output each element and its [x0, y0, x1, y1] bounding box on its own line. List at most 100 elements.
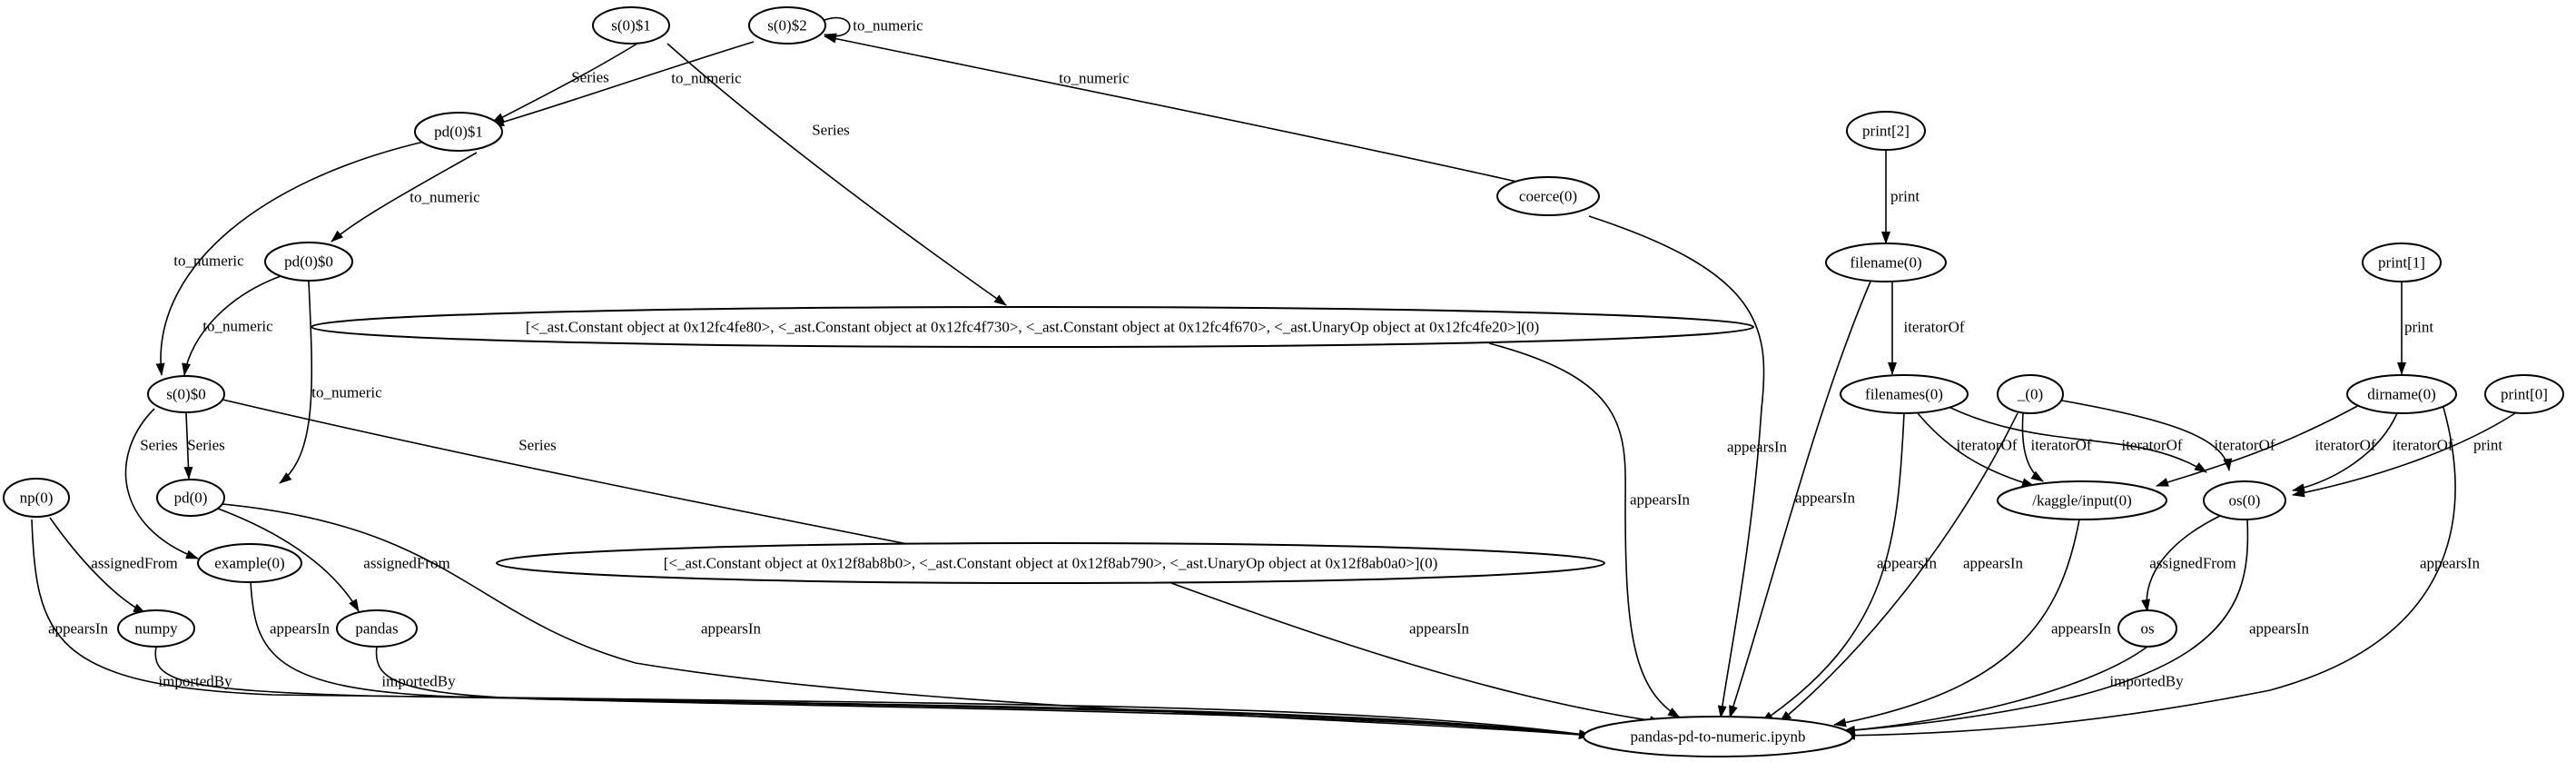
edge-print1-dirname: print [2397, 282, 2433, 375]
node-print1[interactable]: print[1] [2362, 242, 2442, 282]
edge-label-appears-in: appearsIn [1409, 620, 1470, 638]
svg-text:os: os [2140, 620, 2154, 638]
svg-text:/kaggle/input(0): /kaggle/input(0) [2032, 492, 2132, 510]
svg-text:_(0): _(0) [2017, 386, 2043, 403]
edge-label-appears-in: appearsIn [1877, 555, 1938, 572]
node-astlist2[interactable]: [<_ast.Constant object at 0x12f8ab8b0>, … [496, 542, 1605, 584]
node-pandas[interactable]: pandas [336, 609, 418, 648]
node-coerce0[interactable]: coerce(0) [1496, 176, 1600, 216]
node-filenames0[interactable]: filenames(0) [1840, 374, 1969, 414]
edge-filenames-notebook: appearsIn [1761, 412, 1938, 723]
edge-label-print: print [2473, 437, 2502, 454]
svg-text:print[0]: print[0] [2501, 386, 2548, 403]
svg-text:print[1]: print[1] [2378, 254, 2425, 272]
svg-text:filenames(0): filenames(0) [1865, 386, 1943, 403]
node-pd0-0[interactable]: pd(0)$0 [264, 242, 353, 282]
svg-text:[<_ast.Constant object at 0x12: [<_ast.Constant object at 0x12fc4fe80>, … [526, 319, 1539, 336]
edge-os0-notebook: appearsIn [1842, 519, 2310, 735]
edge-filenames-os0: iteratorOf [1942, 403, 2207, 473]
edge-s01-pd01: Series [491, 41, 641, 124]
edge-label-to-numeric: to_numeric [311, 384, 382, 401]
svg-text:pd(0)$1: pd(0)$1 [434, 124, 483, 141]
edge-np0-numpy: assignedFrom [49, 517, 178, 614]
edge-label-appears-in: appearsIn [701, 620, 762, 638]
edge-label-appears-in: appearsIn [48, 620, 109, 638]
node-numpy[interactable]: numpy [117, 609, 195, 648]
edge-label-print: print [2404, 319, 2433, 336]
svg-text:filename(0): filename(0) [1850, 254, 1921, 272]
node-s0-1[interactable]: s(0)$1 [592, 6, 670, 45]
edges: Series to_numeric to_numeric to_numeric … [31, 17, 2516, 740]
svg-text:numpy: numpy [134, 620, 178, 638]
edge-pd00-s00: to_numeric [182, 274, 284, 376]
svg-text:pd(0): pd(0) [174, 490, 208, 507]
node-os[interactable]: os [2117, 609, 2177, 648]
edge-coerce-notebook: appearsIn [1588, 215, 1788, 718]
svg-text:pandas: pandas [355, 620, 398, 638]
edge-label-appears-in: appearsIn [1630, 491, 1691, 509]
edge-label-series: Series [571, 69, 609, 86]
edge-s00-pd0: Series [183, 412, 225, 480]
svg-text:print[2]: print[2] [1862, 123, 1910, 140]
svg-text:os(0): os(0) [2229, 492, 2261, 510]
node-filename0[interactable]: filename(0) [1825, 242, 1947, 282]
edge-label-assigned-from: assignedFrom [363, 555, 449, 572]
edge-s02-self: to_numeric [824, 17, 923, 43]
edge-label-assigned-from: assignedFrom [91, 555, 177, 572]
node-dirname0[interactable]: dirname(0) [2346, 374, 2457, 414]
node-kaggle[interactable]: /kaggle/input(0) [1997, 480, 2167, 520]
edge-pd00-pd0: to_numeric [279, 281, 382, 484]
edge-label-appears-in: appearsIn [2420, 555, 2481, 572]
svg-text:coerce(0): coerce(0) [1519, 188, 1577, 205]
edge-underscore-os0: iteratorOf [2056, 399, 2275, 471]
node-os0[interactable]: os(0) [2203, 480, 2286, 520]
node-pd0-1[interactable]: pd(0)$1 [414, 112, 503, 152]
edge-pd01-s00: to_numeric [155, 141, 425, 376]
edge-label-iterator-of: iteratorOf [2314, 437, 2375, 454]
edge-os-notebook: importedBy [1842, 646, 2184, 735]
svg-text:s(0)$2: s(0)$2 [767, 17, 806, 35]
node-notebook[interactable]: pandas-pd-to-numeric.ipynb [1583, 716, 1853, 757]
edge-filenames-kaggle: iteratorOf [1917, 412, 2035, 488]
edge-print2-filename: print [1881, 151, 1920, 244]
edge-label-to-numeric: to_numeric [1059, 70, 1130, 87]
edge-label-imported-by: importedBy [2109, 673, 2184, 690]
edge-label-iterator-of: iteratorOf [2030, 437, 2091, 454]
edge-pandas-notebook: importedBy [375, 646, 1592, 739]
node-astlist1[interactable]: [<_ast.Constant object at 0x12fc4fe80>, … [311, 306, 1754, 348]
node-example0[interactable]: example(0) [197, 543, 302, 583]
nodes: s(0)$1 s(0)$2 pd(0)$1 pd(0)$0 s(0)$0 pd(… [3, 6, 2564, 757]
svg-text:np(0): np(0) [20, 490, 54, 507]
svg-text:[<_ast.Constant object at 0x12: [<_ast.Constant object at 0x12f8ab8b0>, … [664, 555, 1438, 572]
edge-label-to-numeric: to_numeric [853, 17, 923, 35]
node-pd0[interactable]: pd(0) [156, 479, 225, 517]
node-s0-2[interactable]: s(0)$2 [748, 6, 826, 45]
edge-pd01-pd00: to_numeric [331, 152, 480, 242]
edge-label-assigned-from: assignedFrom [2149, 555, 2235, 572]
edge-os0-os: assignedFrom [2141, 515, 2236, 612]
edge-filename-filenames: iteratorOf [1888, 282, 1965, 375]
edge-pd0-notebook: appearsIn [222, 503, 1592, 739]
edge-astlist1-notebook: appearsIn [1488, 342, 1691, 718]
edge-label-print: print [1890, 188, 1920, 205]
edge-label-appears-in: appearsIn [2249, 620, 2310, 638]
edge-label-iterator-of: iteratorOf [2392, 437, 2453, 454]
edge-label-iterator-of: iteratorOf [1903, 319, 1964, 336]
svg-text:pd(0)$0: pd(0)$0 [284, 253, 333, 271]
edge-label-imported-by: importedBy [381, 673, 456, 690]
edge-dirname-os0: iteratorOf [2292, 412, 2453, 493]
edge-label-series: Series [140, 437, 178, 454]
edge-label-to-numeric: to_numeric [173, 252, 244, 270]
node-underscore0[interactable]: _(0) [1997, 374, 2064, 414]
svg-text:example(0): example(0) [214, 555, 284, 572]
node-np0[interactable]: np(0) [3, 478, 70, 518]
edge-label-iterator-of: iteratorOf [1956, 437, 2017, 454]
edge-label-iterator-of: iteratorOf [2214, 437, 2275, 454]
node-print2[interactable]: print[2] [1846, 111, 1926, 151]
edge-label-to-numeric: to_numeric [410, 189, 480, 206]
edge-label-imported-by: importedBy [158, 673, 232, 690]
node-print0[interactable]: print[0] [2484, 374, 2564, 414]
node-s0-0[interactable]: s(0)$0 [147, 375, 225, 413]
edge-kaggle-notebook: appearsIn [1833, 519, 2112, 727]
